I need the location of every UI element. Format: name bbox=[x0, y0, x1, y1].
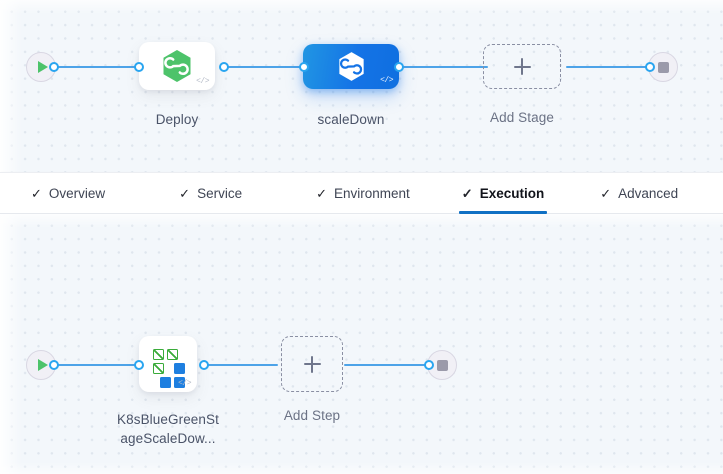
step-node-k8sbluegreenstagescaledown[interactable]: </> bbox=[139, 336, 197, 392]
step-label: K8sBlueGreenSt ageScaleDow... bbox=[100, 410, 236, 448]
plus-icon bbox=[303, 355, 321, 373]
execution-step-canvas[interactable]: </> K8sBlueGreenSt ageScaleDow... Add St… bbox=[0, 214, 723, 474]
connector-start-to-deploy bbox=[48, 66, 144, 68]
connector-deploy-to-scaledown bbox=[222, 66, 314, 68]
step-label-line1: K8sBlueGreenSt bbox=[117, 412, 219, 427]
stage-code-badge[interactable]: </> bbox=[196, 77, 209, 86]
kubernetes-squares-icon bbox=[150, 346, 186, 388]
harness-cd-hexagon-icon bbox=[338, 51, 365, 82]
check-icon: ✓ bbox=[316, 185, 327, 201]
play-icon bbox=[37, 359, 48, 371]
port-step-out[interactable] bbox=[199, 360, 209, 370]
canvas-left-fade bbox=[0, 214, 22, 474]
tab-service[interactable]: ✓ Service bbox=[166, 172, 255, 214]
tab-environment[interactable]: ✓ Environment bbox=[303, 172, 423, 214]
port-scaledown-out[interactable] bbox=[394, 62, 404, 72]
connector-addstage-to-end bbox=[566, 66, 662, 68]
square-green-1 bbox=[153, 349, 164, 360]
tab-overview[interactable]: ✓ Overview bbox=[18, 172, 118, 214]
add-step-label: Add Step bbox=[283, 408, 341, 423]
square-blue-3 bbox=[174, 377, 185, 388]
tab-advanced[interactable]: ✓ Advanced bbox=[587, 172, 691, 214]
check-icon: ✓ bbox=[179, 185, 191, 201]
canvas-top-fade bbox=[0, 0, 723, 14]
add-stage-button[interactable] bbox=[483, 44, 561, 89]
port-step-start-out[interactable] bbox=[49, 360, 59, 370]
stop-icon bbox=[657, 61, 669, 73]
tab-execution[interactable]: ✓ Execution bbox=[449, 172, 557, 214]
active-tab-underline bbox=[458, 211, 548, 214]
port-scaledown-in[interactable] bbox=[299, 62, 309, 72]
port-deploy-in[interactable] bbox=[134, 62, 144, 72]
check-icon: ✓ bbox=[600, 185, 612, 201]
connector-step-to-addstep bbox=[202, 364, 278, 366]
tab-label: Environment bbox=[334, 185, 410, 201]
step-label-line2: ageScaleDow... bbox=[120, 431, 216, 446]
canvas-bottom-fade bbox=[0, 462, 723, 474]
tab-label: Service bbox=[197, 185, 243, 201]
stage-node-deploy[interactable]: </> bbox=[139, 42, 215, 90]
stage-label-scaledown: scaleDown bbox=[317, 112, 385, 127]
square-green-2 bbox=[167, 349, 178, 360]
pipeline-stage-canvas[interactable]: </> Deploy </> scaleDown Add Stage bbox=[0, 0, 723, 172]
connector-addstep-to-end bbox=[344, 364, 428, 366]
plus-icon bbox=[513, 58, 531, 75]
check-icon: ✓ bbox=[461, 185, 473, 201]
port-deploy-out[interactable] bbox=[219, 62, 229, 72]
tab-label: Advanced bbox=[618, 185, 679, 201]
canvas-left-fade bbox=[0, 0, 22, 172]
add-step-button[interactable] bbox=[281, 336, 343, 392]
stage-code-badge[interactable]: </> bbox=[380, 76, 393, 85]
add-stage-label: Add Stage bbox=[490, 110, 554, 125]
port-end-in[interactable] bbox=[645, 62, 655, 72]
square-green-3 bbox=[153, 363, 164, 374]
stage-node-scaledown[interactable]: </> bbox=[303, 44, 399, 89]
port-step-in[interactable] bbox=[134, 360, 144, 370]
harness-cd-hexagon-icon bbox=[162, 49, 192, 83]
stop-icon bbox=[436, 359, 448, 371]
port-step-end-in[interactable] bbox=[424, 360, 434, 370]
tab-label: Execution bbox=[479, 185, 545, 201]
connector-scaledown-to-addstage bbox=[392, 66, 488, 68]
square-blue-2 bbox=[160, 377, 171, 388]
square-blue-1 bbox=[174, 363, 185, 374]
stage-config-tabs: ✓ Overview ✓ Service ✓ Environment ✓ Exe… bbox=[0, 172, 723, 214]
connector-start-to-step bbox=[48, 364, 145, 366]
play-icon bbox=[37, 61, 48, 73]
canvas-top-fade bbox=[0, 214, 723, 228]
tab-label: Overview bbox=[48, 185, 106, 201]
port-start-out[interactable] bbox=[49, 62, 59, 72]
check-icon: ✓ bbox=[31, 185, 42, 201]
step-code-badge[interactable]: </> bbox=[178, 379, 191, 388]
stage-label-deploy: Deploy bbox=[155, 112, 199, 127]
